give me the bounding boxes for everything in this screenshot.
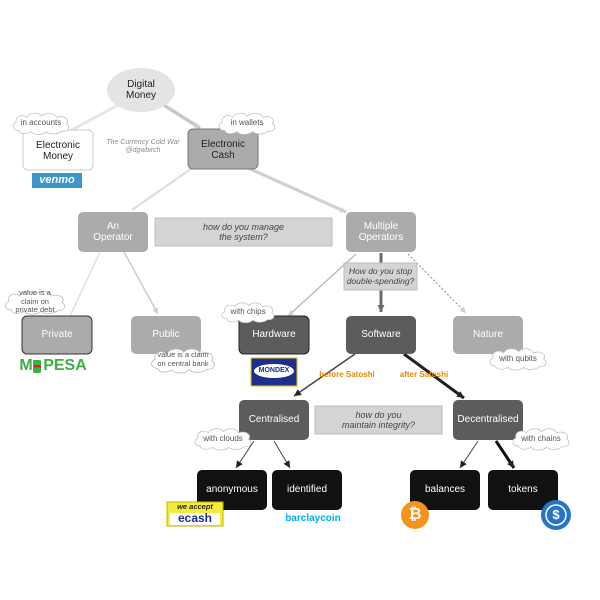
question-box-double-spending xyxy=(343,262,418,291)
mondex-badge xyxy=(254,364,294,378)
node-label-an-operator: An Operator xyxy=(93,220,133,244)
node-label-electronic-cash: Electronic Cash xyxy=(201,138,245,162)
cloud-label-with-clouds: with clouds xyxy=(203,433,243,443)
node-centralised xyxy=(239,400,309,440)
edge-decentralised-to-balances xyxy=(459,440,479,469)
edge-label-before-satoshi: before Satoshi xyxy=(319,370,375,380)
edge-label-after-satoshi: after Satoshi xyxy=(399,370,449,380)
node-tokens xyxy=(488,470,558,510)
cloud-label-in-wallets: in wallets xyxy=(230,118,264,128)
edge-software-to-centralised xyxy=(293,353,356,397)
node-label-public: Public xyxy=(152,329,180,341)
edge-digital-to-electronic-money xyxy=(67,102,121,134)
usdc-symbol: $ xyxy=(552,506,560,522)
question-box-integrity xyxy=(314,405,443,435)
cloud-label-with-chains: with chains xyxy=(521,433,561,443)
mpesa-logo xyxy=(33,360,41,373)
node-label-centralised: Centralised xyxy=(248,414,300,426)
edge-cash-to-multiple xyxy=(247,166,347,214)
cloud-label-private-debt: value is a claim on private debt xyxy=(15,288,55,315)
cloud-label-in-accounts: in accounts xyxy=(20,118,62,128)
usdc-icon xyxy=(541,500,571,530)
ecash-inner xyxy=(170,513,220,525)
node-balances xyxy=(410,470,480,510)
edge-cash-to-operator xyxy=(131,167,193,211)
credit-text: The Currency Cold War @dgwbirch xyxy=(106,138,180,154)
node-digital-money xyxy=(107,68,175,112)
ecash-logo-top: we accept xyxy=(177,502,213,512)
node-anonymous xyxy=(197,470,267,510)
mondex-logo-text: MONDEX xyxy=(258,366,290,374)
edge-multiple-to-nature xyxy=(407,253,467,314)
node-software xyxy=(346,316,416,354)
edge-decentralised-to-tokens xyxy=(494,440,516,469)
node-nature xyxy=(453,316,523,354)
question-label-manage: how do you manage the system? xyxy=(202,221,285,242)
venmo-logo xyxy=(32,173,82,188)
node-private xyxy=(21,315,93,355)
ecash-logo-main: ecash xyxy=(177,511,213,526)
node-identified xyxy=(272,470,342,510)
node-label-decentralised: Decentralised xyxy=(457,414,519,426)
cloud-label-with-chips: with chips xyxy=(230,307,266,317)
node-label-software: Software xyxy=(361,329,401,341)
barclaycoin-logo: barclaycoin xyxy=(285,513,341,525)
node-label-tokens: tokens xyxy=(508,484,538,496)
edge-operator-to-private xyxy=(69,251,101,317)
cloud-label-central-bank: value is a claim on central bank xyxy=(157,350,209,368)
node-label-identified: identified xyxy=(286,484,328,496)
node-multiple-operators xyxy=(346,212,416,252)
node-an-operator xyxy=(78,212,148,252)
question-label-double-spending: How do you stop double-spending? xyxy=(346,265,415,286)
cloud-label-with-qubits: with qubits xyxy=(499,353,537,363)
node-label-balances: balances xyxy=(424,484,466,496)
mpesa-logo-pesa: PESA xyxy=(43,356,87,374)
question-box-manage xyxy=(154,217,333,247)
mondex-logo xyxy=(250,357,298,387)
node-public xyxy=(131,316,201,354)
node-label-nature: Nature xyxy=(472,329,503,341)
edge-software-to-decentralised xyxy=(403,352,465,400)
usdc-ring xyxy=(545,504,567,526)
nodes xyxy=(21,68,558,510)
edge-operator-to-public xyxy=(123,251,159,315)
venmo-logo-text: venmo xyxy=(39,174,75,187)
bitcoin-symbol: ₿ xyxy=(408,505,422,523)
node-decentralised xyxy=(453,400,523,440)
edges xyxy=(67,102,516,469)
edge-digital-to-electronic-cash xyxy=(161,102,201,130)
node-label-digital-money: Digital Money xyxy=(125,78,156,102)
mpesa-phone-stripe xyxy=(34,365,41,368)
bitcoin-icon xyxy=(401,501,429,529)
mpesa-logo-m: M xyxy=(19,356,33,374)
node-label-multiple-operators: Multiple Operators xyxy=(358,220,404,244)
node-label-anonymous: anonymous xyxy=(206,484,258,496)
question-label-integrity: how do you maintain integrity? xyxy=(341,409,416,430)
node-label-private: Private xyxy=(41,329,73,341)
node-label-electronic-money: Electronic Money xyxy=(36,139,80,163)
ecash-logo xyxy=(166,501,224,527)
node-label-hardware: Hardware xyxy=(252,329,296,341)
edge-centralised-to-anonymous xyxy=(235,440,255,469)
edge-centralised-to-identified xyxy=(273,440,291,469)
